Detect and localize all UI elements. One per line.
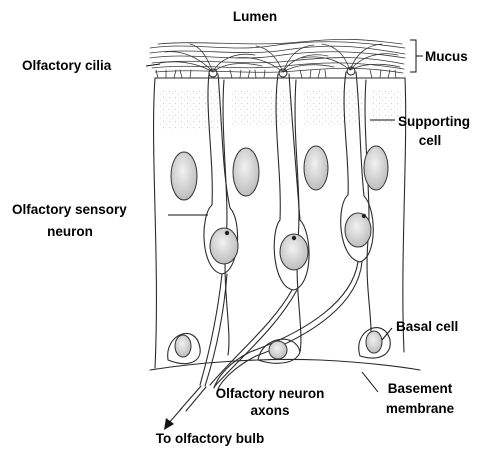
basal-cells [168,328,391,364]
label-sensory-neuron-line2: neuron [47,224,93,239]
label-basal-cell: Basal cell [396,319,458,334]
label-neuron-axons-line2: axons [250,403,289,418]
olfactory-cilia [156,44,400,78]
label-supporting-cell-line2: cell [419,133,442,148]
label-mucus: Mucus [425,49,468,64]
label-lumen: Lumen [233,9,277,24]
label-sensory-neuron-line1: Olfactory sensory [12,202,127,217]
label-basement-membrane-line2: membrane [386,401,455,416]
label-to-olfactory-bulb: To olfactory bulb [156,431,265,446]
label-neuron-axons-line1: Olfactory neuron [216,386,325,401]
label-supporting-cell-line1: Supporting [398,114,470,129]
label-olfactory-cilia: Olfactory cilia [22,58,112,73]
basement-membrane [150,359,420,370]
label-basement-membrane-line1: Basement [388,381,453,396]
